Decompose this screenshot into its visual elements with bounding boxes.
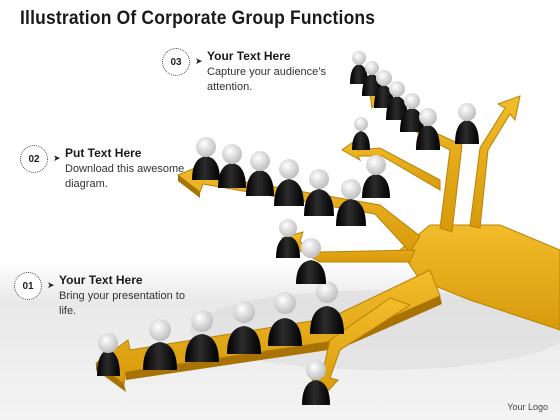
person-figure [276,219,300,258]
callout-body: Download this awesome diagram. [65,163,185,190]
person-figure [185,310,219,362]
person-figure [192,137,220,180]
arrow-right-icon: ➤ [195,56,203,66]
callout-body: Capture your audience’s attention. [207,66,327,93]
person-figure [350,51,368,84]
number-badge: 02 [20,145,48,173]
people-figures [97,51,479,405]
person-figure [143,319,177,370]
arrow-branch-01-side [126,296,442,380]
person-figure [274,159,304,206]
person-figure [374,70,394,108]
callout-heading: Your Text Here [207,49,291,63]
person-figure [304,169,334,216]
person-figure [268,292,302,346]
person-figure [310,281,344,334]
arrow-branch-03b [469,95,521,229]
callout-body: Bring your presentation to life. [59,290,185,317]
arrow-right-icon: ➤ [47,280,55,290]
person-figure [362,155,390,198]
person-figure [97,333,120,376]
person-figure [302,360,330,405]
person-figure [296,238,326,284]
person-figure [400,93,424,132]
callout-heading: Your Text Here [59,273,143,287]
arrow-right-icon: ➤ [53,153,61,163]
person-figure [218,144,246,188]
arrow-trunk [399,224,560,331]
number-badge: 03 [162,48,190,76]
page-title: Illustration Of Corporate Group Function… [20,8,376,29]
number-badge: 01 [14,272,42,300]
callout-heading: Put Text Here [65,146,142,160]
person-figure [416,108,440,150]
person-figure [246,151,274,196]
person-figure [386,81,408,120]
person-figure [352,117,370,150]
person-figure [336,179,366,226]
person-figure [455,103,479,144]
logo-text: Your Logo [507,402,548,412]
person-figure [227,301,261,354]
